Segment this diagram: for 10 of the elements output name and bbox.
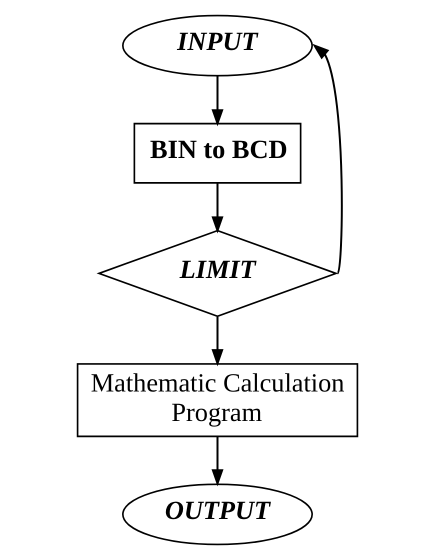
node-diamond: LIMIT	[96, 230, 338, 318]
arrow	[312, 44, 343, 274]
arrow	[212, 183, 224, 234]
arrow	[212, 316, 224, 366]
node-ellipse: INPUT	[122, 14, 313, 77]
node-ellipse: OUTPUT	[122, 483, 313, 546]
node-box: Mathematic Calculation Program	[76, 363, 358, 438]
arrow	[212, 76, 224, 126]
node-box: BIN to BCD	[134, 122, 302, 184]
arrow	[212, 436, 224, 486]
